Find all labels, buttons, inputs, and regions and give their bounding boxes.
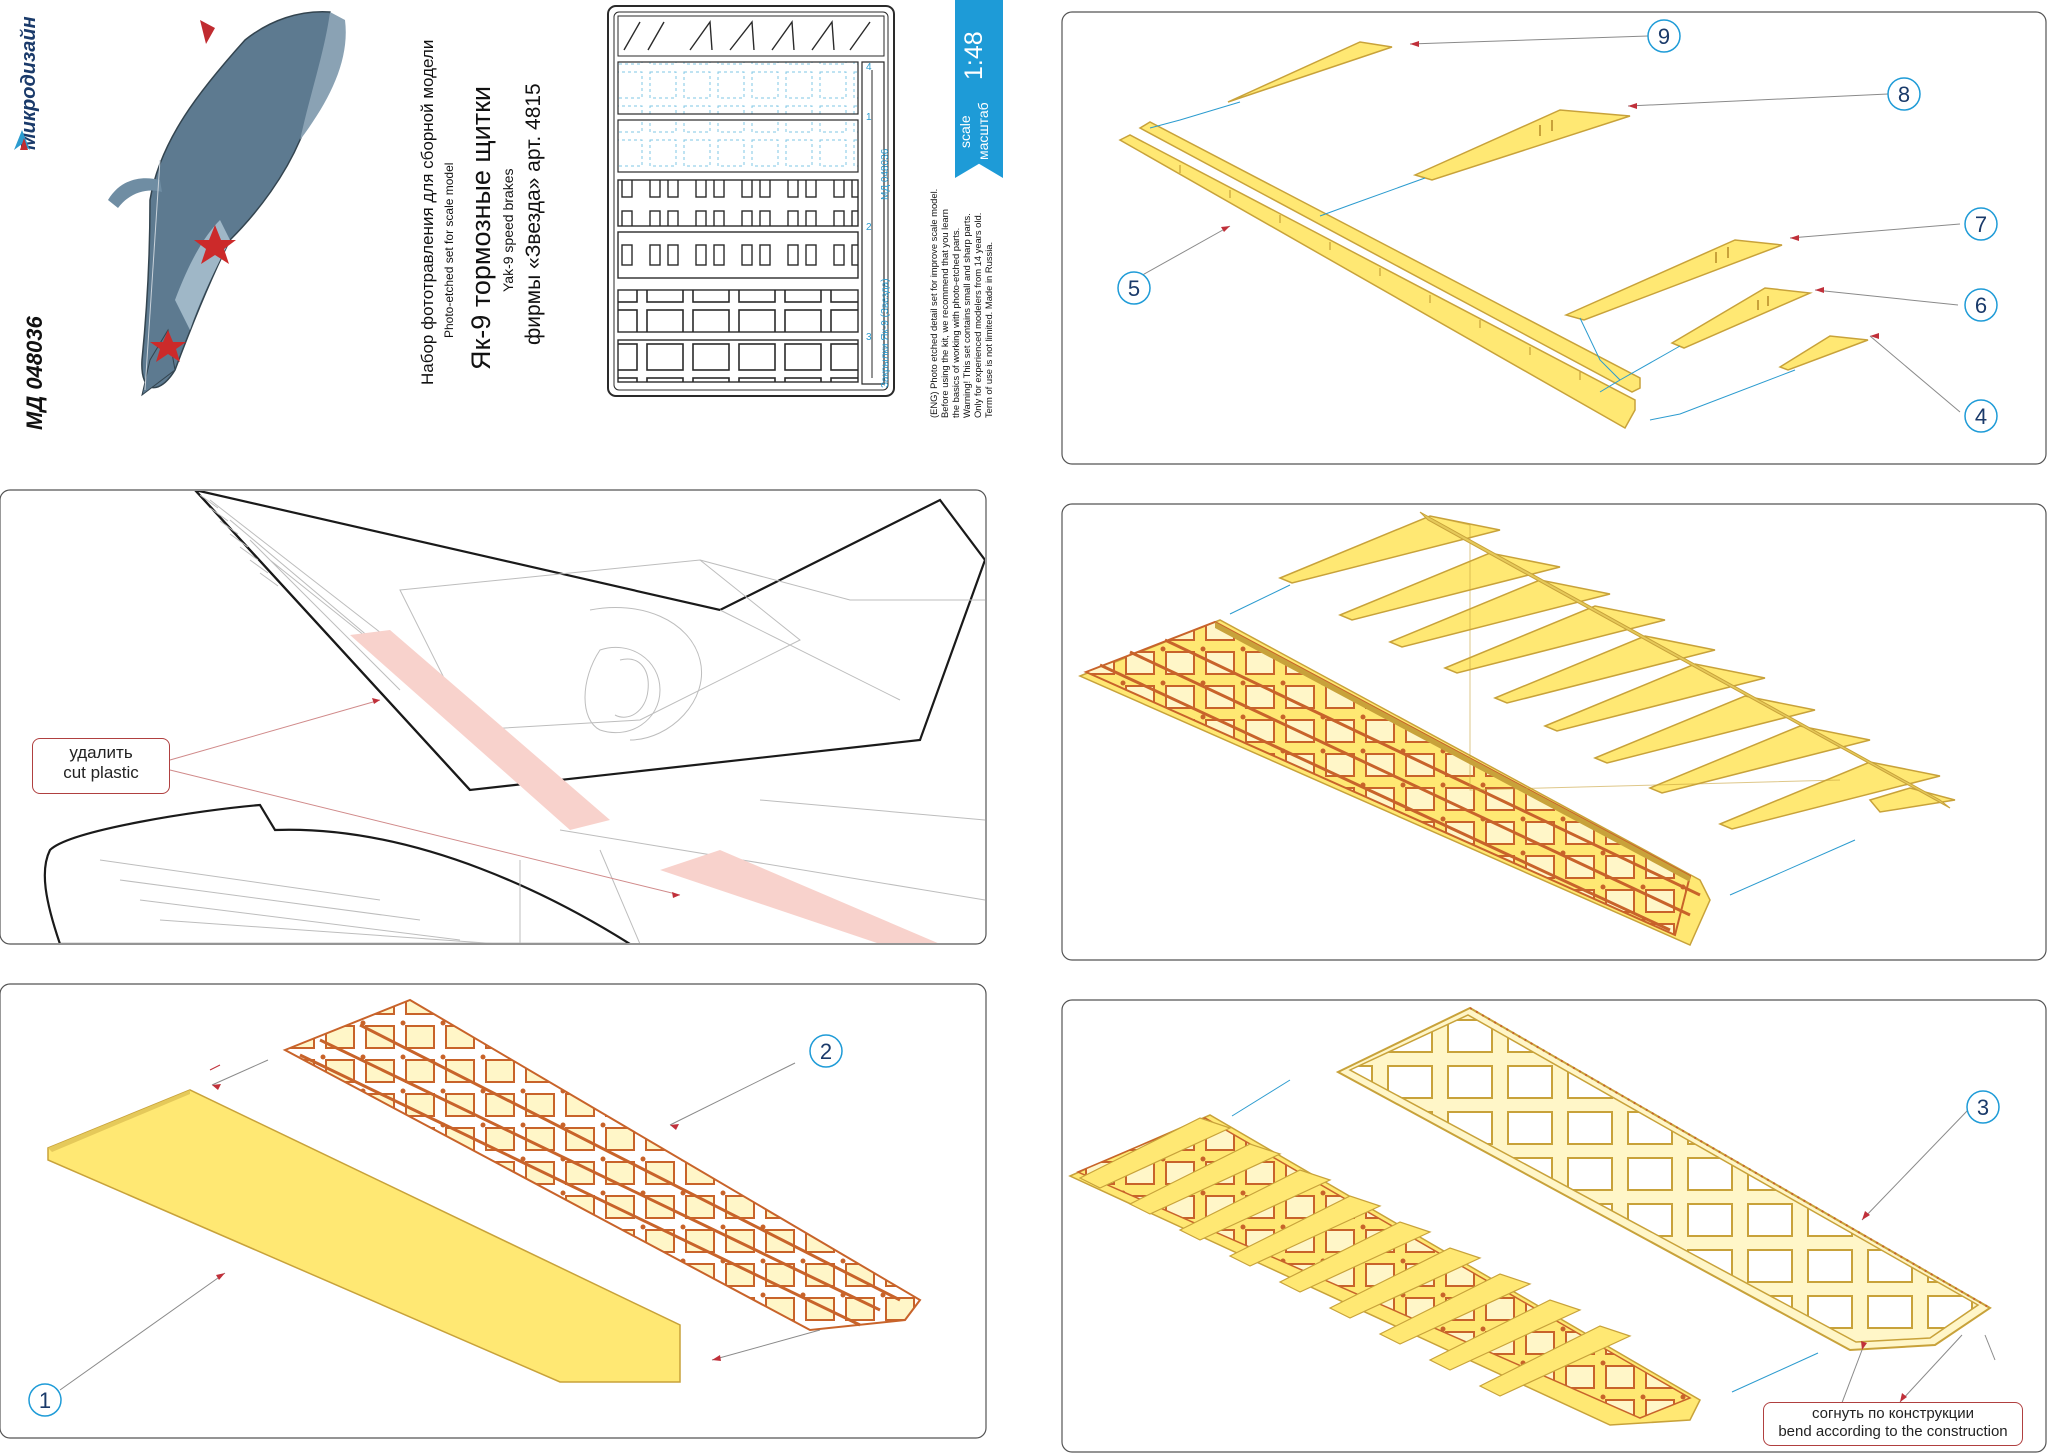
fret-code-label: МД 048036 xyxy=(880,148,891,200)
disclaimer-line: Term of use is not limited. Made in Russ… xyxy=(983,241,994,418)
part-7 xyxy=(1563,239,1783,321)
scale-badge xyxy=(955,0,1003,178)
fret-part-number-1: 1 xyxy=(866,112,872,123)
bend-note: согнуть по конструкции bend according to… xyxy=(1763,1402,2023,1446)
cut-area-upper xyxy=(350,630,610,830)
svg-text:8: 8 xyxy=(1898,82,1910,107)
callout-1: 1 xyxy=(28,1383,62,1417)
title-ru-main: Як-9 тормозные щитки xyxy=(466,86,496,370)
part-2-rib-grid xyxy=(282,998,922,1332)
callout-2: 2 xyxy=(809,1034,843,1068)
scale-label-ru: масштаб xyxy=(975,102,991,160)
svg-text:5: 5 xyxy=(1128,276,1140,301)
rib-installation-diagram xyxy=(1078,511,1956,946)
panel-ribs-frame xyxy=(1061,11,2047,465)
part-4-spar-top xyxy=(1138,121,1641,393)
bend-note-ru: согнуть по конструкции xyxy=(1811,1405,1975,1422)
cut-note-en: cut plastic xyxy=(63,763,139,782)
brand-logo-icon xyxy=(12,128,32,152)
title-ru-kit: фирмы «Звезда» арт. 4815 xyxy=(522,83,545,345)
svg-text:9: 9 xyxy=(1658,24,1670,49)
callout-8: 8 xyxy=(1887,77,1921,111)
disclaimer-line: Before using the kit, we recommend that … xyxy=(939,209,950,418)
part-6 xyxy=(1670,287,1813,349)
panel-cut-frame xyxy=(0,489,987,945)
scale-value: 1:48 xyxy=(960,31,988,80)
callout-6: 6 xyxy=(1964,288,1998,322)
fret-name-label: Закрылки Як-9 (Звезда) xyxy=(880,278,891,388)
callout-9: 9 xyxy=(1647,19,1681,53)
panel-bend-frame xyxy=(1061,999,2047,1453)
yak9-aircraft-illustration xyxy=(108,11,346,397)
scale-label-en: scale xyxy=(957,115,973,148)
callout-3: 3 xyxy=(1966,1090,2000,1124)
svg-text:4: 4 xyxy=(1975,404,1987,429)
part-8 xyxy=(1412,109,1631,181)
part-5 xyxy=(1778,335,1869,371)
kit-code: МД 048036 xyxy=(22,316,47,430)
panel-rib-install-frame xyxy=(1061,503,2047,961)
fret-part-number-3: 3 xyxy=(866,332,872,343)
cut-note-ru: удалить xyxy=(69,743,133,762)
svg-text:6: 6 xyxy=(1975,293,1987,318)
svg-text:7: 7 xyxy=(1975,212,1987,237)
callout-5: 4 xyxy=(1964,399,1998,433)
flap-assembly-diagram: 1 2 xyxy=(28,998,922,1417)
svg-text:2: 2 xyxy=(820,1039,832,1064)
title-en-line1: Photo-etched set for scale model xyxy=(442,162,456,338)
bend-note-en: bend according to the construction xyxy=(1778,1423,2008,1440)
ribs-exploded-diagram: 9 8 7 6 4 5 xyxy=(1117,19,1998,433)
disclaimer-line: the basics of working with photo-etched … xyxy=(950,227,961,418)
bend-assembly-diagram: 3 xyxy=(1068,1006,2000,1426)
callout-7: 7 xyxy=(1964,207,1998,241)
part-4-spar xyxy=(1118,134,1636,430)
cut-plastic-diagram xyxy=(43,491,985,943)
cut-plastic-note: удалить cut plastic xyxy=(32,738,170,794)
title-en-main: Yak-9 speed brakes xyxy=(500,168,516,292)
callout-4: 5 xyxy=(1117,271,1151,305)
propeller-spinner-icon xyxy=(200,20,215,44)
panel-assembly-frame xyxy=(0,983,987,1439)
disclaimer: (ENG) Photo etched detail set for improv… xyxy=(928,189,994,418)
fret-part-number-4: 4 xyxy=(866,62,872,73)
disclaimer-line: Warning! This set contains small and sha… xyxy=(961,213,972,418)
cut-area-lower xyxy=(660,850,940,943)
svg-text:3: 3 xyxy=(1977,1095,1989,1120)
photo-etched-fret-sheet: 4 1 2 3 МД 048036 Закрылки Як-9 (Звезда) xyxy=(607,5,895,397)
part-9 xyxy=(1227,41,1393,103)
fret-part-number-2: 2 xyxy=(866,222,872,233)
disclaimer-line: Only for experienced modelers from 14 ye… xyxy=(972,212,983,418)
title-ru-line1: Набор фототравления для сборной модели xyxy=(418,39,437,385)
disclaimer-line: (ENG) Photo etched detail set for improv… xyxy=(928,188,939,418)
svg-text:1: 1 xyxy=(39,1388,51,1413)
